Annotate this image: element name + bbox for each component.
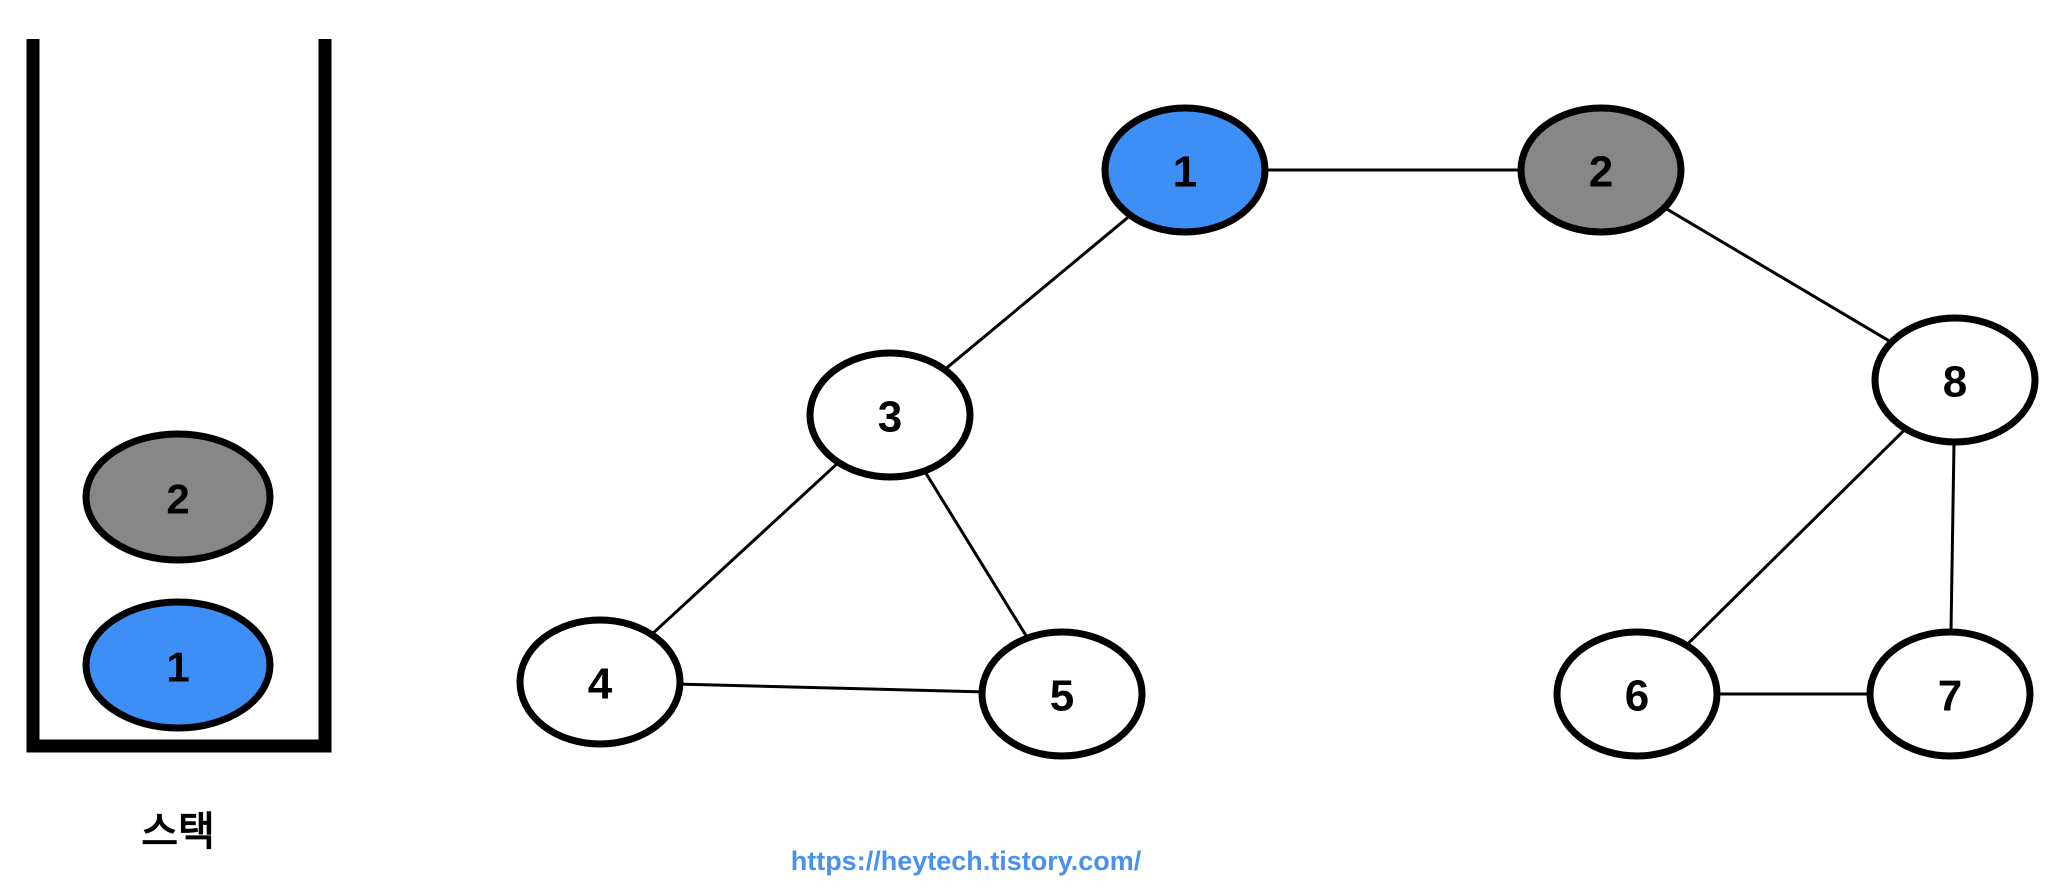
graph-edge-3-5 <box>923 470 1029 639</box>
graph-node-shape-6[interactable] <box>1553 628 1721 760</box>
graph-node-shape-5[interactable] <box>978 628 1146 760</box>
graph-node-1[interactable]: 1 <box>1101 104 1269 236</box>
stack-item-shape <box>82 430 274 564</box>
stack-container-outline <box>26 39 332 753</box>
stack-item: 2 <box>82 430 274 564</box>
graph-node-4[interactable]: 4 <box>516 616 684 748</box>
stack-items-group: 21 <box>82 430 274 732</box>
graph-node-3[interactable]: 3 <box>806 349 974 481</box>
graph-edges-group <box>650 168 1956 696</box>
graph-node-shape-1[interactable] <box>1101 104 1269 236</box>
graph-edge-2-8 <box>1663 206 1893 344</box>
graph-edge-1-3 <box>943 214 1132 371</box>
graph-node-shape-2[interactable] <box>1517 104 1685 236</box>
graph-node-8[interactable]: 8 <box>1871 314 2039 446</box>
stack-item-shape <box>82 598 274 732</box>
stack-caption-label: 스택 <box>141 810 215 854</box>
graph-node-shape-7[interactable] <box>1866 628 2034 760</box>
watermark-url[interactable]: https://heytech.tistory.com/ <box>791 846 1142 876</box>
graph-node-shape-8[interactable] <box>1871 314 2039 446</box>
graph-edge-8-7 <box>1949 441 1956 633</box>
graph-node-label-2: 2 <box>1589 148 1613 197</box>
graph-edge-4-5 <box>679 682 983 694</box>
graph-node-shape-4[interactable] <box>516 616 684 748</box>
graph-node-label-6: 6 <box>1625 672 1649 721</box>
graph-edge-3-4 <box>650 461 840 636</box>
graph-node-7[interactable]: 7 <box>1866 628 2034 760</box>
graph-edge-8-6 <box>1685 427 1907 647</box>
graph-node-2[interactable]: 2 <box>1517 104 1685 236</box>
stack-panel: 21 스택 <box>26 39 332 854</box>
graph-node-label-1: 1 <box>1173 148 1197 197</box>
graph-node-shape-3[interactable] <box>806 349 974 481</box>
graph-node-label-3: 3 <box>878 393 902 442</box>
stack-item-label: 1 <box>166 644 189 691</box>
stack-item-label: 2 <box>166 476 189 523</box>
graph-node-5[interactable]: 5 <box>978 628 1146 760</box>
graph-node-label-5: 5 <box>1050 672 1074 721</box>
graph-node-6[interactable]: 6 <box>1553 628 1721 760</box>
stack-item: 1 <box>82 598 274 732</box>
graph-node-label-4: 4 <box>588 660 613 709</box>
graph-node-label-7: 7 <box>1938 672 1962 721</box>
graph-node-label-8: 8 <box>1943 358 1967 407</box>
graph-nodes-group: 1 2 3 4 5 6 7 8 <box>516 104 2039 760</box>
